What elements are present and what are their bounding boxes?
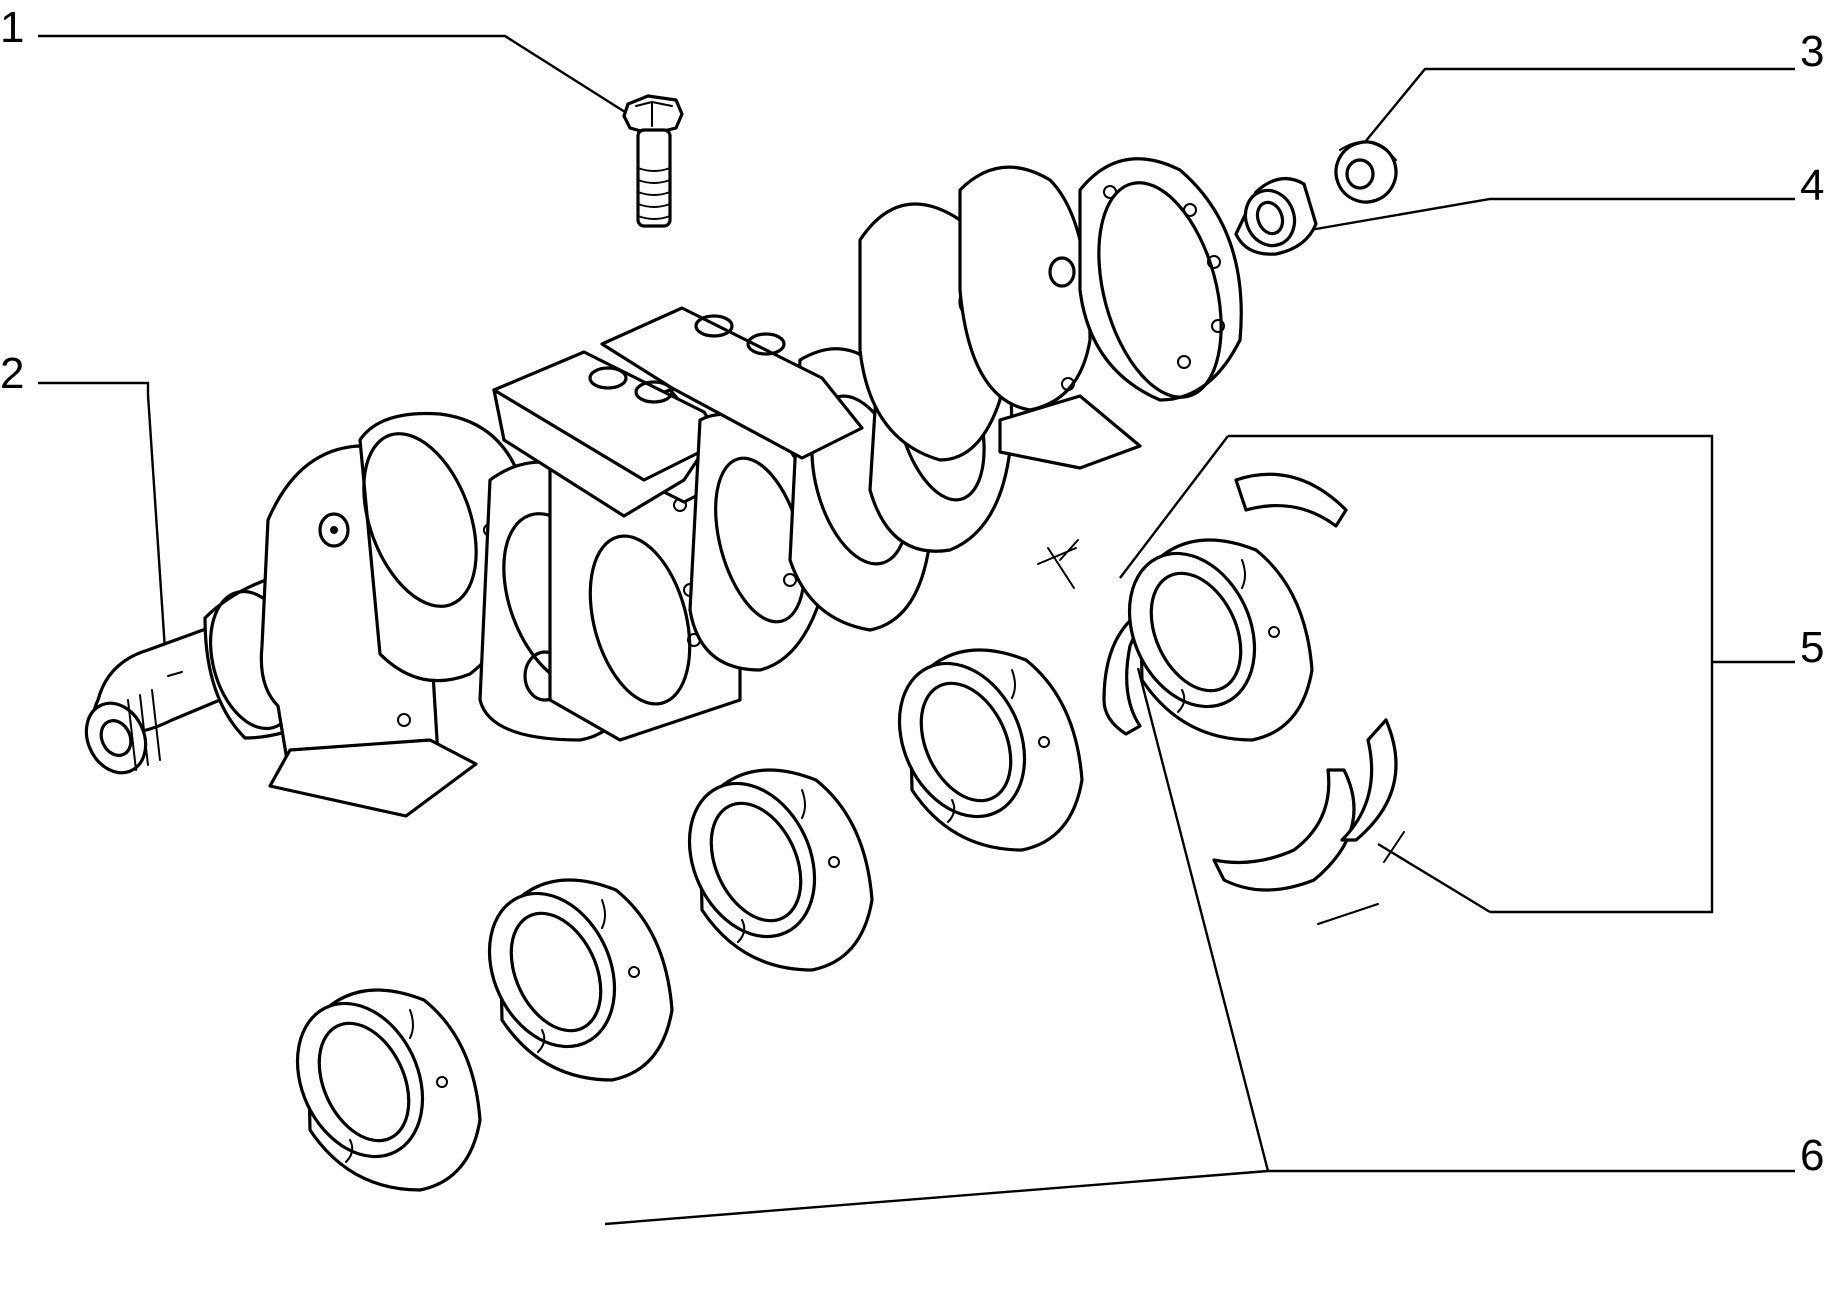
bolt (622, 94, 684, 228)
thrust-washers (1037, 472, 1405, 925)
callout-3: 3 (1800, 27, 1825, 76)
callout-5: 5 (1800, 623, 1825, 672)
washer (1334, 140, 1398, 204)
callout-4: 4 (1800, 161, 1825, 210)
bearing-shell-1 (295, 988, 482, 1192)
callout-1: 1 (0, 3, 25, 52)
leader-6-fan (1136, 667, 1270, 1172)
bearing-shell-5 (1127, 538, 1314, 742)
leader-1 (38, 34, 626, 114)
leader-4 (1309, 197, 1795, 232)
bearing-shell-3 (687, 768, 874, 972)
leader-5-bracket (1228, 434, 1714, 914)
leader-5-b (1377, 842, 1491, 914)
leader-3 (1364, 67, 1795, 143)
bushing (1234, 176, 1318, 256)
main-bearing-shells (295, 538, 1314, 1192)
leader-lines (38, 34, 1795, 1226)
bearing-shell-4 (897, 648, 1084, 852)
crankshaft (84, 157, 1243, 818)
leader-2 (38, 381, 167, 651)
leader-5-a (1119, 435, 1229, 579)
callout-6: 6 (1800, 1131, 1825, 1180)
callout-2: 2 (0, 349, 25, 398)
leader-6-bar (604, 1169, 1269, 1226)
bearing-shell-2 (487, 878, 674, 1082)
